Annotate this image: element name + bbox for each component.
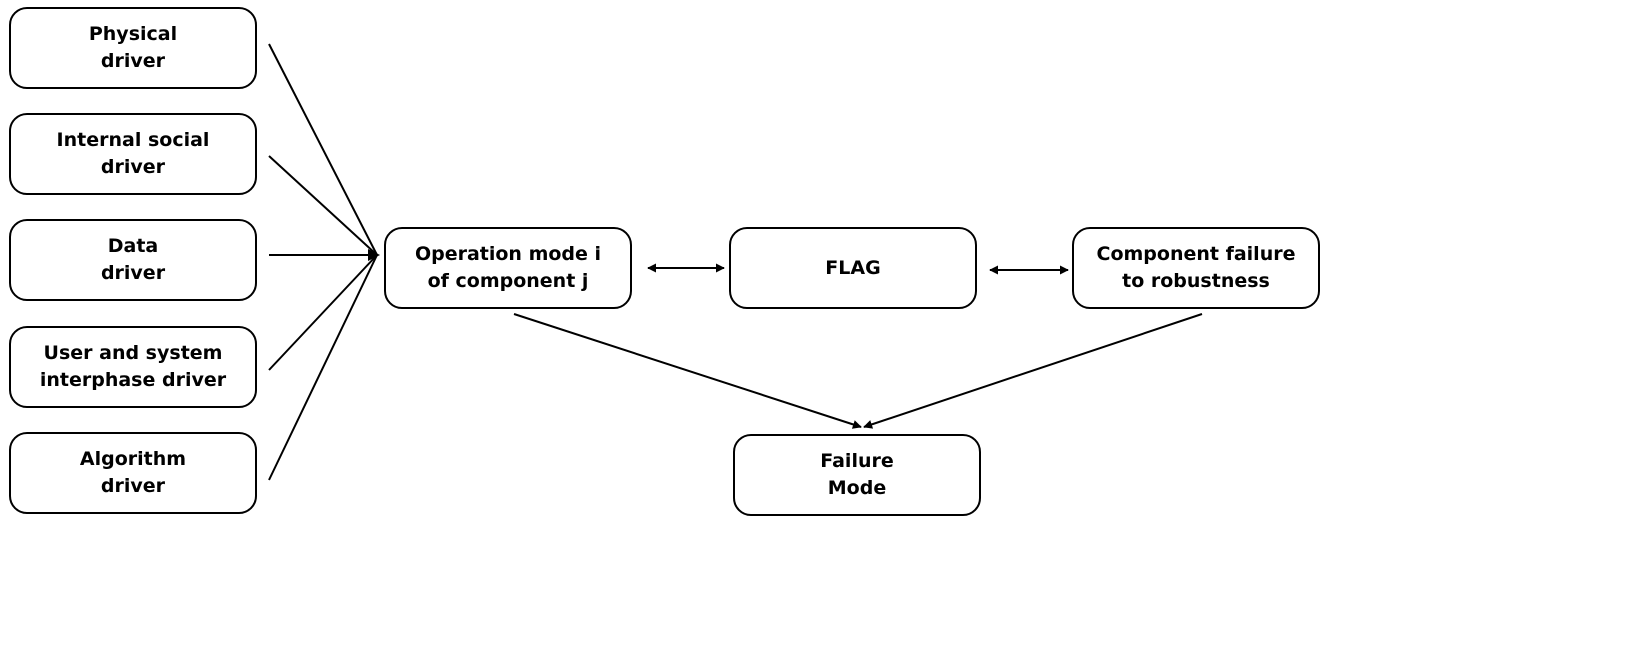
node-flag-label: FLAG [825, 256, 881, 279]
edge-algorithm-to-operation [268, 254, 378, 481]
convergence-arrowhead [368, 249, 380, 261]
node-internal-social-driver: Internal social driver [9, 113, 257, 195]
node-component-failure-label: Component failure to robustness [1096, 243, 1296, 292]
edge-component-failure-to-failure-mode [863, 313, 1203, 429]
node-user-system-driver: User and system interphase driver [9, 326, 257, 408]
edge-physical-to-operation [268, 43, 378, 256]
node-physical-driver: Physical driver [9, 7, 257, 89]
node-operation-mode: Operation mode i of component j [384, 227, 632, 309]
node-data-driver-label: Data driver [100, 235, 166, 284]
node-user-system-driver-label: User and system interphase driver [39, 342, 227, 391]
node-flag: FLAG [729, 227, 977, 309]
edge-internal-social-to-operation [268, 155, 378, 256]
node-data-driver: Data driver [9, 219, 257, 301]
node-component-failure: Component failure to robustness [1072, 227, 1320, 309]
node-algorithm-driver: Algorithm driver [9, 432, 257, 514]
node-algorithm-driver-label: Algorithm driver [79, 448, 187, 497]
node-internal-social-driver-label: Internal social driver [56, 129, 210, 178]
edge-user-system-to-operation [268, 254, 378, 371]
node-physical-driver-label: Physical driver [88, 23, 178, 72]
edge-operation-to-failure-mode [513, 313, 862, 429]
node-failure-mode-label: Failure Mode [820, 450, 894, 499]
node-operation-mode-label: Operation mode i of component j [414, 243, 602, 292]
node-failure-mode: Failure Mode [733, 434, 981, 516]
